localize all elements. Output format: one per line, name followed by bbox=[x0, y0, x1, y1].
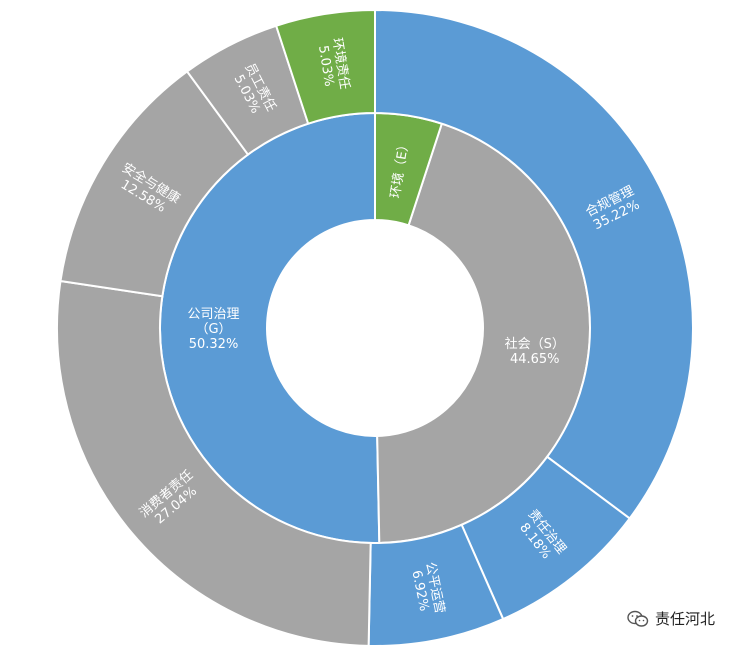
outer-slice-6-value: 5.03% bbox=[315, 44, 336, 87]
inner-slice-0-value: 50.32% bbox=[189, 337, 239, 352]
inner-slice-0-name: 公司治理 bbox=[188, 307, 240, 322]
outer-slice-6 bbox=[274, 8, 376, 125]
inner-slice-1-name: 社会（S） bbox=[505, 336, 565, 352]
outer-slice-0 bbox=[374, 8, 694, 520]
donut-hole bbox=[268, 221, 482, 435]
inner-slice-0-value: （G） bbox=[195, 322, 231, 337]
inner-slice-1-label-group: 社会（S）44.65% bbox=[505, 336, 565, 367]
inner-slice-1-value: 44.65% bbox=[510, 352, 560, 367]
inner-slice-0-label-group: 公司治理（G）50.32% bbox=[188, 307, 240, 352]
outer-slice-3 bbox=[56, 279, 372, 647]
watermark-text: 责任河北 bbox=[655, 610, 716, 628]
wechat-icon bbox=[627, 610, 649, 627]
watermark: 责任河北 bbox=[627, 608, 715, 629]
